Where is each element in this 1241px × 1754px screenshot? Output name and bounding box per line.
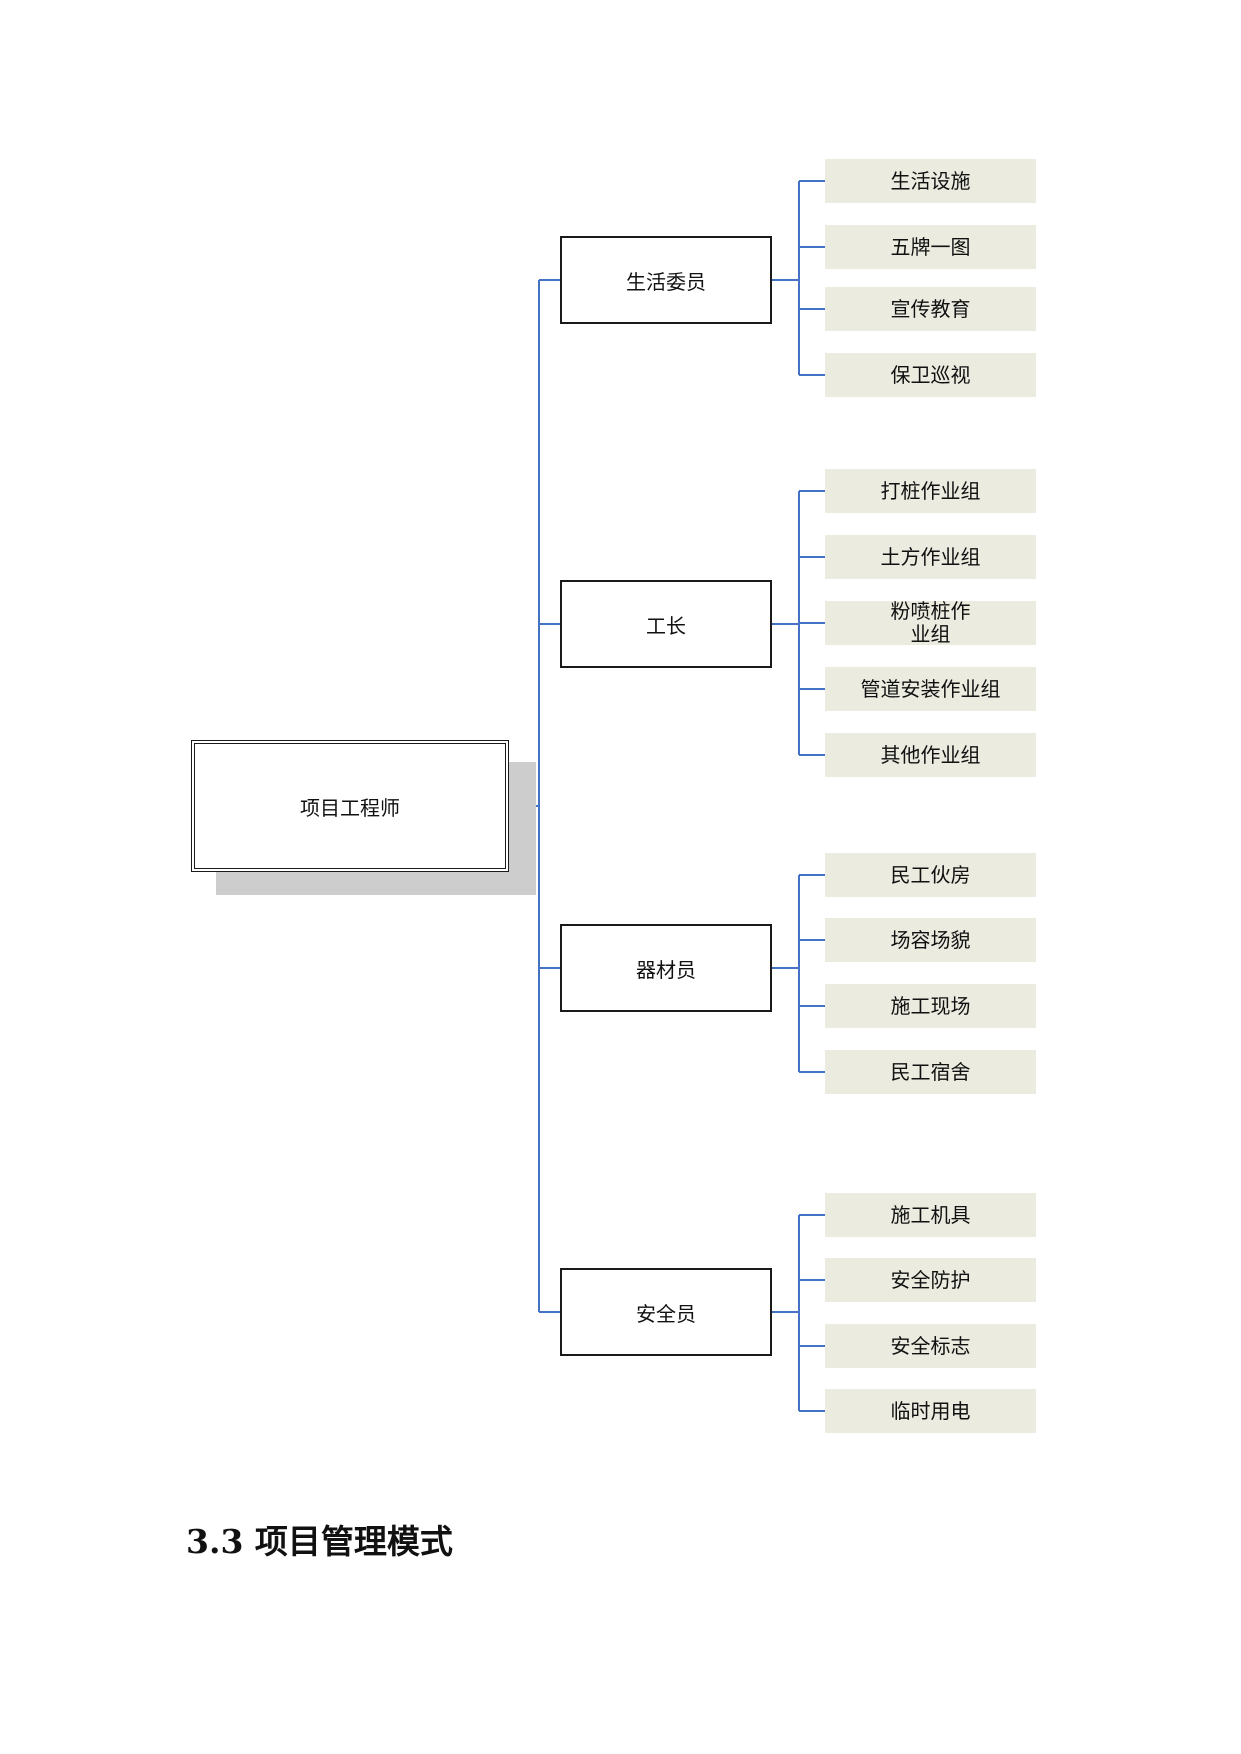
task-node: 民工宿舍 bbox=[825, 1050, 1036, 1094]
task-node: 宣传教育 bbox=[825, 287, 1036, 331]
task-label: 民工伙房 bbox=[890, 862, 971, 887]
task-label: 安全防护 bbox=[890, 1267, 971, 1292]
task-label: 施工机具 bbox=[890, 1202, 971, 1227]
task-label: 生活设施 bbox=[890, 168, 971, 193]
task-node: 其他作业组 bbox=[825, 733, 1036, 777]
task-label: 土方作业组 bbox=[880, 544, 981, 569]
task-node: 施工机具 bbox=[825, 1193, 1036, 1237]
task-label: 施工现场 bbox=[890, 993, 971, 1018]
role-label: 生活委员 bbox=[626, 269, 706, 294]
role-label: 器材员 bbox=[636, 957, 696, 982]
section-heading: 3.3 项目管理模式 bbox=[186, 1522, 453, 1561]
task-label: 管道安装作业组 bbox=[860, 676, 1001, 701]
role-node: 安全员 bbox=[560, 1268, 772, 1356]
role-node: 工长 bbox=[560, 580, 772, 668]
role-node: 器材员 bbox=[560, 924, 772, 1012]
task-node: 临时用电 bbox=[825, 1389, 1036, 1433]
role-label: 工长 bbox=[646, 613, 686, 638]
root-node-label: 项目工程师 bbox=[300, 795, 400, 820]
task-label: 打桩作业组 bbox=[880, 478, 981, 503]
task-node: 保卫巡视 bbox=[825, 353, 1036, 397]
task-node: 管道安装作业组 bbox=[825, 667, 1036, 711]
root-node: 项目工程师 bbox=[191, 740, 509, 872]
task-node: 安全标志 bbox=[825, 1324, 1036, 1368]
task-node: 土方作业组 bbox=[825, 535, 1036, 579]
task-label: 五牌一图 bbox=[890, 234, 971, 259]
role-node: 生活委员 bbox=[560, 236, 772, 324]
task-node: 民工伙房 bbox=[825, 853, 1036, 897]
task-node: 安全防护 bbox=[825, 1258, 1036, 1302]
task-label: 安全标志 bbox=[890, 1333, 971, 1358]
task-node: 场容场貌 bbox=[825, 918, 1036, 962]
task-node: 打桩作业组 bbox=[825, 469, 1036, 513]
task-label: 民工宿舍 bbox=[890, 1059, 971, 1084]
task-node: 粉喷桩作 业组 bbox=[825, 599, 1036, 646]
role-label: 安全员 bbox=[636, 1301, 696, 1326]
task-label: 临时用电 bbox=[890, 1398, 971, 1423]
task-label: 保卫巡视 bbox=[890, 362, 971, 387]
task-node: 生活设施 bbox=[825, 159, 1036, 203]
task-label: 粉喷桩作 业组 bbox=[890, 599, 971, 646]
task-label: 宣传教育 bbox=[890, 296, 971, 321]
task-label: 场容场貌 bbox=[890, 927, 971, 952]
task-node: 施工现场 bbox=[825, 984, 1036, 1028]
task-label: 其他作业组 bbox=[880, 742, 981, 767]
task-node: 五牌一图 bbox=[825, 225, 1036, 269]
